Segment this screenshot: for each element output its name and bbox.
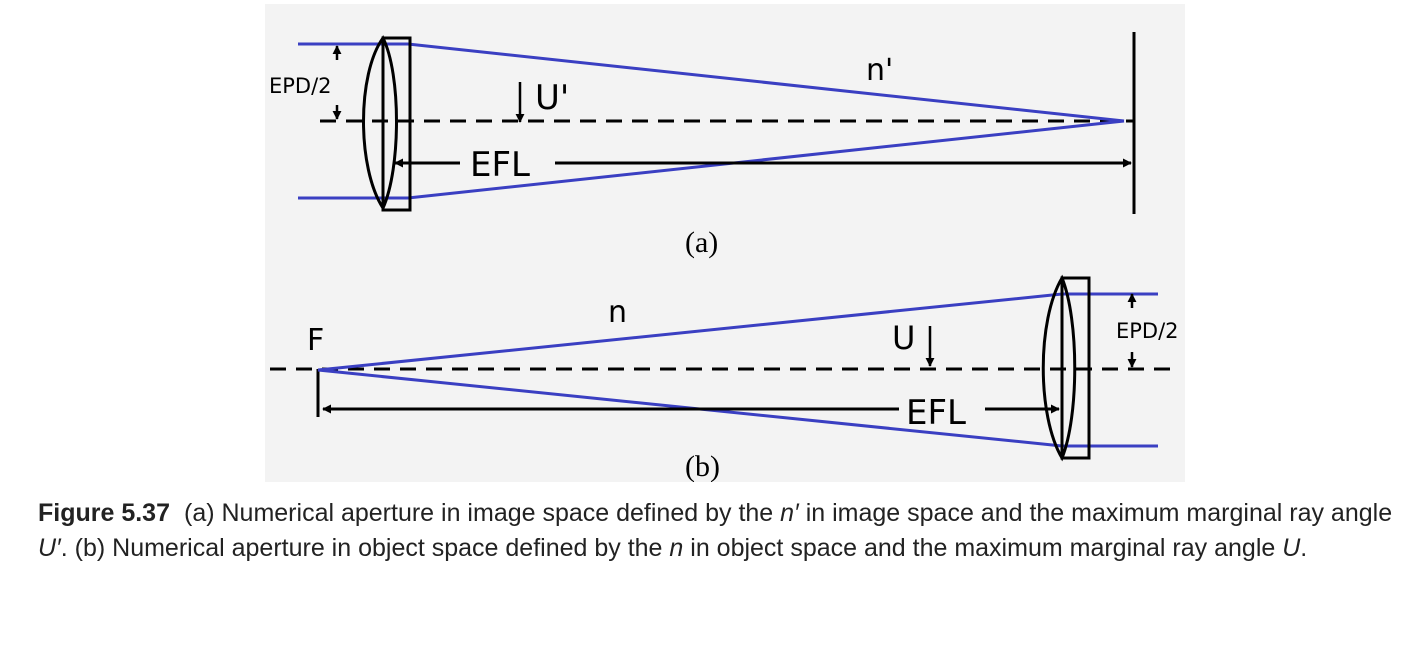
- marginal-ray-upper-b: [317, 292, 1158, 372]
- figure-caption: Figure 5.37 (a) Numerical aperture in ima…: [38, 496, 1398, 566]
- marginal-ray-upper-a: [298, 42, 1125, 123]
- caption-text-1: (a) Numerical aperture in image space de…: [184, 499, 781, 527]
- caption-n: n: [669, 534, 684, 562]
- index-label-a: n': [866, 53, 893, 88]
- figure-number: Figure 5.37: [38, 499, 170, 527]
- caption-n-prime: n′: [780, 499, 799, 527]
- angle-label-a: U': [535, 78, 569, 118]
- marginal-ray-lower-a: [298, 119, 1125, 200]
- index-label-b: n: [608, 295, 627, 330]
- caption-u-prime: U′: [38, 534, 61, 562]
- efl-label-a: EFL: [470, 145, 530, 185]
- panel-b-label: (b): [685, 450, 720, 482]
- caption-text-2: in image space and the maximum marginal …: [798, 499, 1393, 527]
- epd-label-a: EPD/2: [269, 74, 332, 98]
- optics-diagram: EPD/2 U' n' EFL (a) F: [269, 32, 1179, 482]
- lens-b: [1041, 274, 1091, 462]
- caption-u: U: [1282, 534, 1301, 562]
- lens-a: [362, 35, 412, 212]
- caption-text-3: . (b) Numerical aperture in object space…: [60, 534, 670, 562]
- panel-a: EPD/2 U' n' EFL (a): [269, 32, 1136, 259]
- caption-text-5: .: [1300, 534, 1308, 562]
- panel-b: F n U EPD/2 EFL (b): [270, 274, 1179, 482]
- epd-label-b: EPD/2: [1116, 319, 1179, 343]
- efl-label-b: EFL: [906, 393, 966, 433]
- panel-a-label: (a): [685, 226, 718, 259]
- figure-panel: EPD/2 U' n' EFL (a) F: [265, 4, 1185, 482]
- focus-label: F: [307, 323, 324, 358]
- caption-text-4: in object space and the maximum marginal…: [683, 534, 1283, 562]
- angle-label-b: U: [892, 319, 915, 357]
